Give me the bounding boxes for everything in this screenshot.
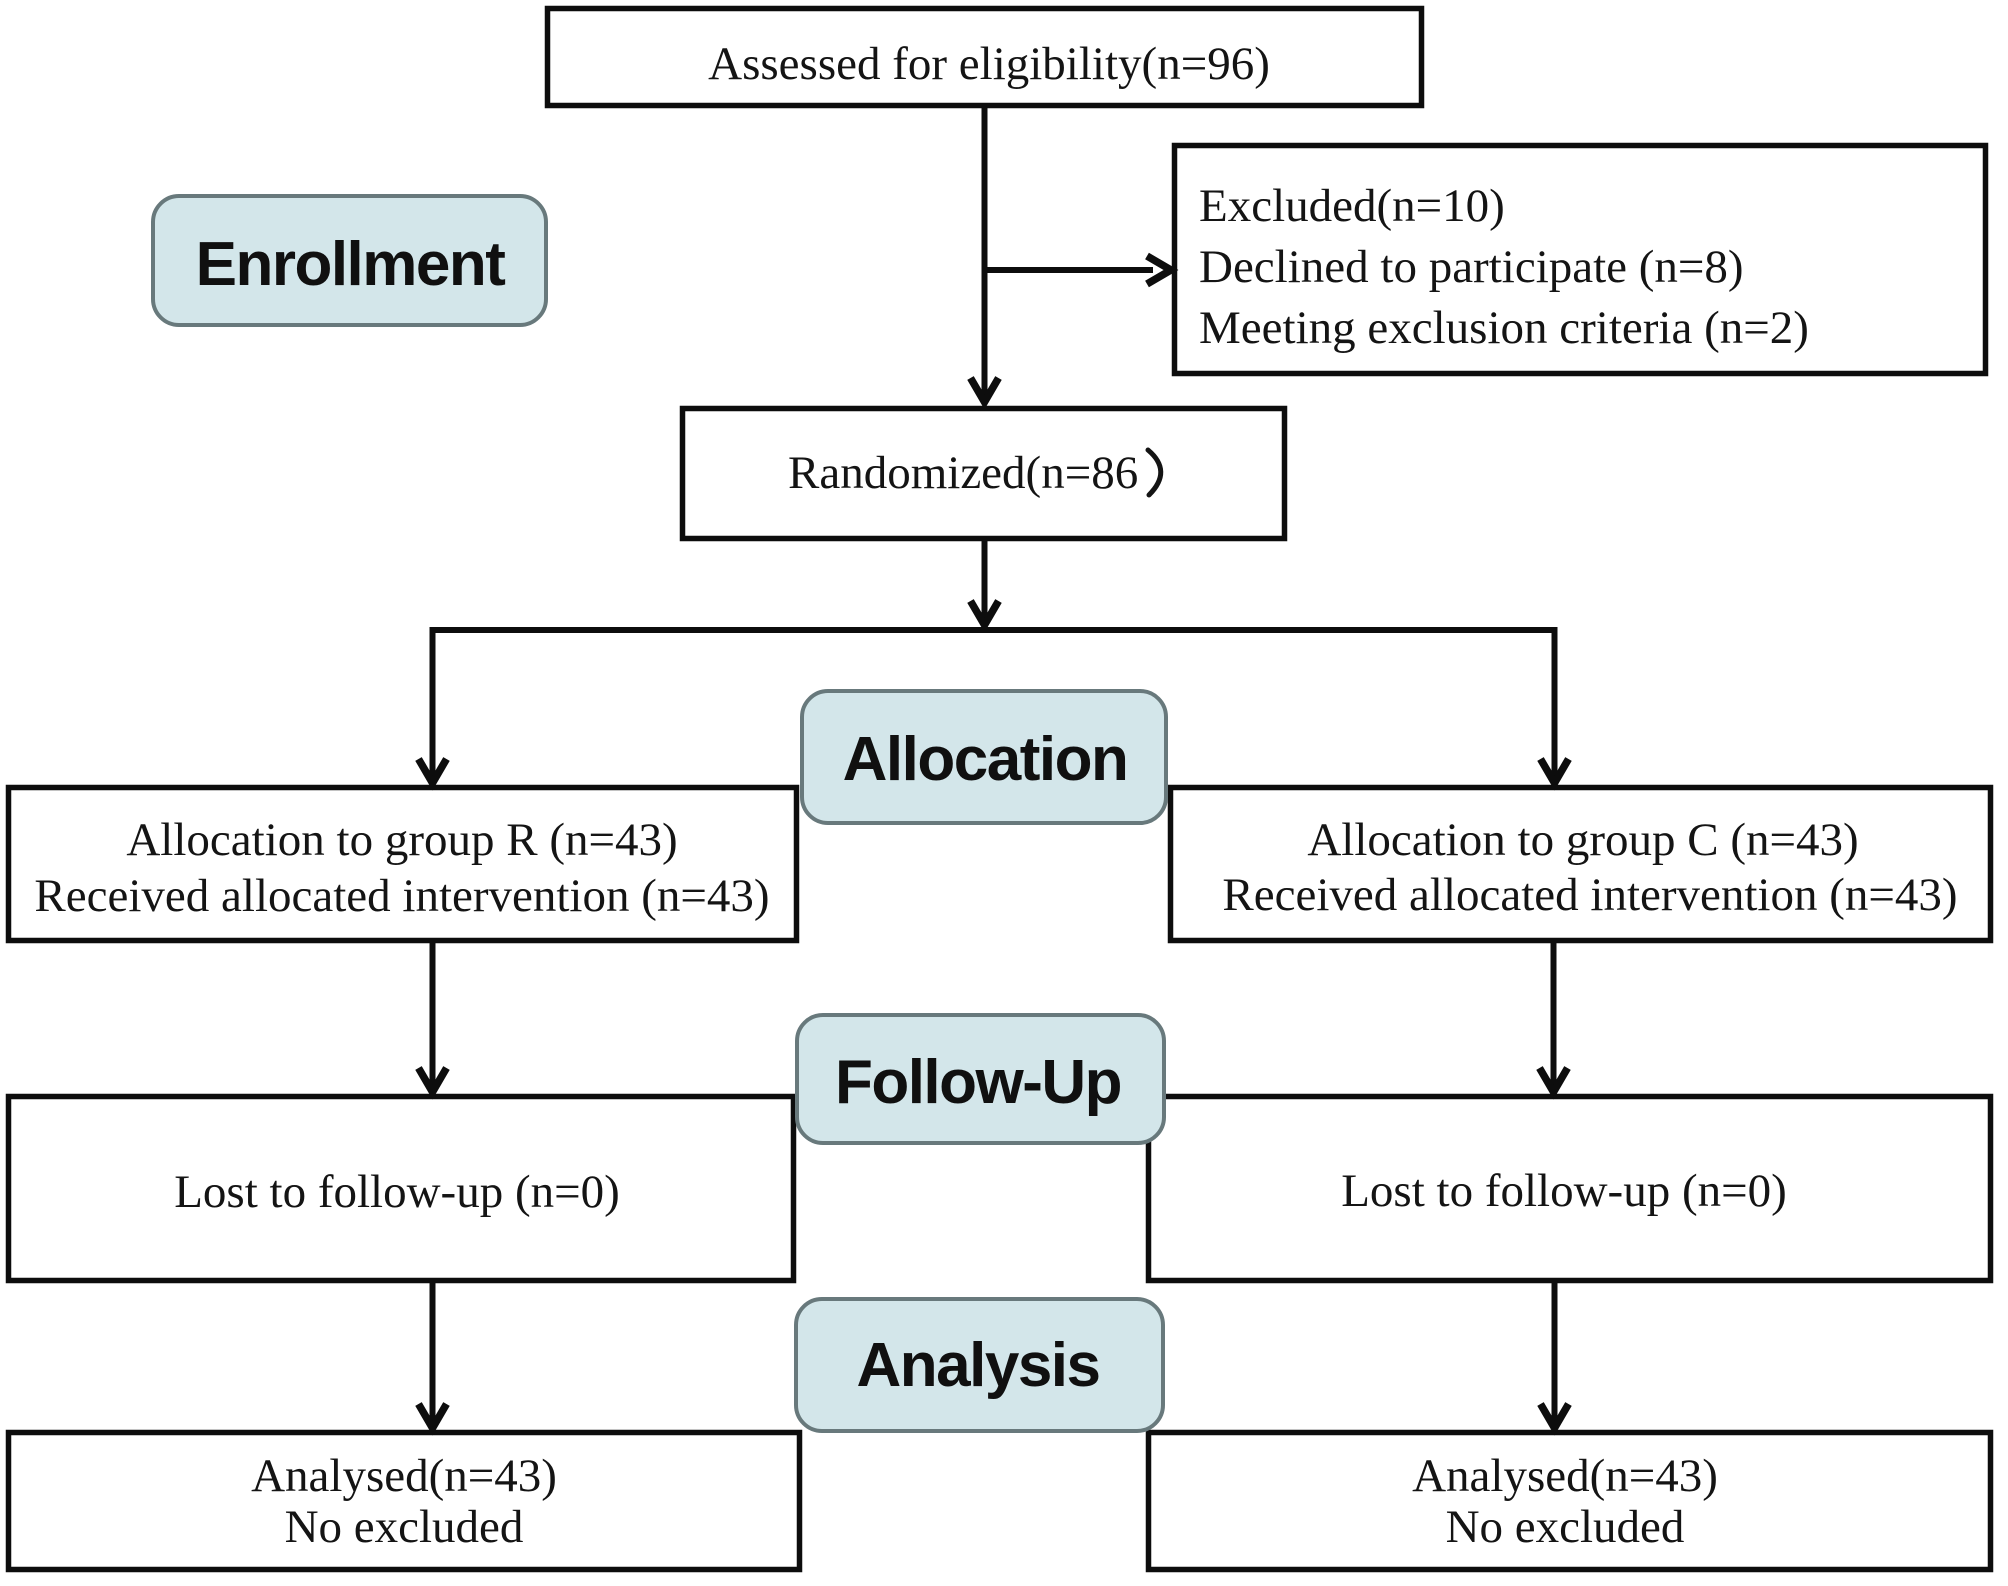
svg-text:Meeting exclusion criteria (n=: Meeting exclusion criteria (n=2): [1199, 302, 1809, 354]
svg-text:No excluded: No excluded: [285, 1501, 524, 1553]
svg-text:Assessed for eligibility(n=96): Assessed for eligibility(n=96): [708, 38, 1270, 90]
svg-text:Excluded(n=10): Excluded(n=10): [1199, 180, 1505, 232]
svg-text:No excluded: No excluded: [1446, 1501, 1685, 1553]
svg-text:Received allocated interventio: Received allocated intervention (n=43): [34, 870, 769, 922]
svg-text:Allocation to group C (n=43): Allocation to group C (n=43): [1307, 814, 1858, 866]
svg-text:Analysed(n=43): Analysed(n=43): [1412, 1450, 1718, 1502]
svg-text:Lost to follow-up (n=0): Lost to follow-up (n=0): [1341, 1165, 1787, 1217]
svg-text:Analysis: Analysis: [856, 1331, 1099, 1400]
svg-text:Lost to follow-up (n=0): Lost to follow-up (n=0): [174, 1166, 620, 1218]
svg-text:Received allocated interventio: Received allocated intervention (n=43): [1222, 869, 1957, 921]
svg-text:Enrollment: Enrollment: [196, 230, 506, 299]
svg-text:Analysed(n=43): Analysed(n=43): [251, 1450, 557, 1502]
svg-text:Follow-Up: Follow-Up: [835, 1048, 1121, 1117]
svg-text:Declined to participate (n=8): Declined to participate (n=8): [1199, 241, 1744, 293]
svg-text:Randomized(n=86: Randomized(n=86: [788, 447, 1138, 499]
svg-text:Allocation: Allocation: [843, 725, 1128, 794]
svg-text:Allocation to group R (n=43): Allocation to group R (n=43): [126, 814, 677, 866]
